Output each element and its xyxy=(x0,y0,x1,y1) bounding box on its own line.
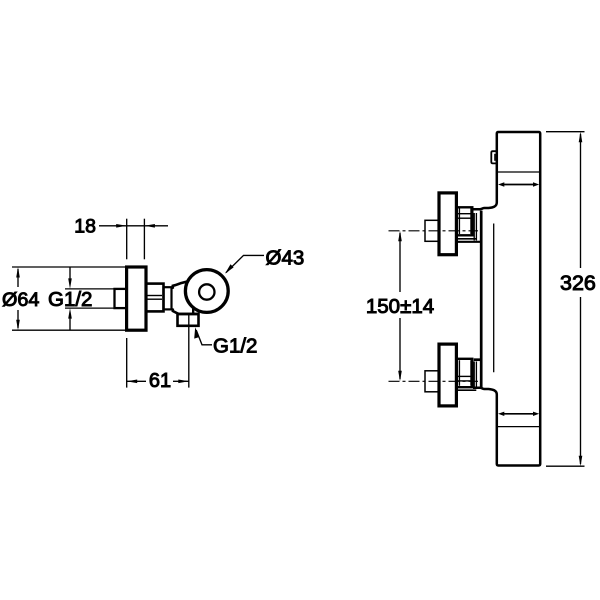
svg-text:Ø43: Ø43 xyxy=(266,247,305,270)
svg-text:326: 326 xyxy=(560,271,596,295)
svg-text:G1/2: G1/2 xyxy=(48,288,92,311)
svg-text:Ø64: Ø64 xyxy=(2,289,39,311)
svg-text:G1/2: G1/2 xyxy=(213,335,257,358)
svg-text:61: 61 xyxy=(149,370,171,392)
svg-text:150±14: 150±14 xyxy=(366,295,434,318)
svg-text:18: 18 xyxy=(74,216,96,238)
